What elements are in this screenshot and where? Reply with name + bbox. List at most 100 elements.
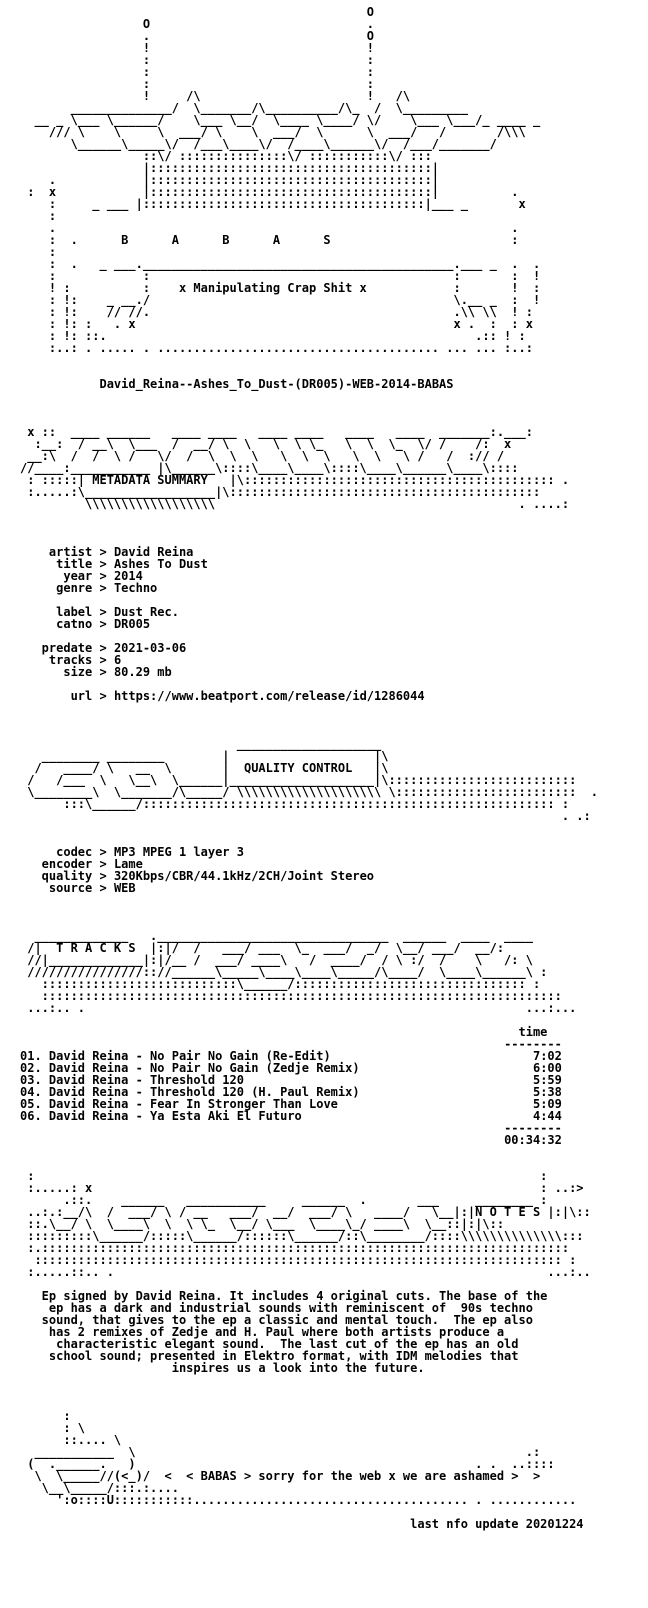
track-title: David Reina - No Pair No Gain (Re-Edit) (48, 1049, 331, 1063)
track-row: 02. David Reina - No Pair No Gain (Zedje… (20, 1062, 648, 1074)
metadata-row-key: label (20, 605, 93, 619)
notes-line: has 2 remixes of Zedje and H. Paul where… (20, 1325, 505, 1339)
notes-header-art-line: ::.\__/ \ \____\ \ \ \_ \__/ \___ \____\… (20, 1217, 505, 1231)
logo-art-line: ! /\ ! /\ (20, 89, 411, 103)
logo-art-line: : : (20, 77, 375, 91)
quality-row-key: codec (20, 845, 93, 859)
notes-line: sound, that gives to the ep a classic an… (20, 1313, 533, 1327)
metadata-row-value: Ashes To Dust (113, 557, 208, 571)
track-list: 01. David Reina - No Pair No Gain (Re-Ed… (20, 1050, 648, 1122)
notes-header-art-line: :.....: x : ..:> (20, 1181, 584, 1195)
track-row: 04. David Reina - Threshold 120 (H. Paul… (20, 1086, 648, 1098)
metadata-row-value: https://www.beatport.com/release/id/1286… (113, 689, 425, 703)
track-number: 05. (20, 1097, 49, 1111)
quality-row: codec > MP3 MPEG 1 layer 3 (20, 846, 648, 858)
notes-text: Ep signed by David Reina. It includes 4 … (20, 1290, 648, 1374)
tracks-header-art-line: _____________ ._________________________… (20, 929, 533, 943)
tracks-header: _____________ ._________________________… (20, 930, 648, 1014)
footer-art-line: ___________ \ .: (20, 1445, 541, 1459)
notes-line: inspires us a look into the future. (20, 1361, 425, 1375)
spacer (20, 1146, 648, 1158)
track-row: 03. David Reina - Threshold 120 5:59 (20, 1074, 648, 1086)
logo-art-line: : : : : ! (20, 269, 541, 283)
notes-line: school sound; presented in Elektro forma… (20, 1349, 519, 1363)
metadata-row: label > Dust Rec. (20, 606, 648, 618)
spacer (20, 390, 648, 402)
metadata-row: title > Ashes To Dust (20, 558, 648, 570)
separator: > (92, 689, 114, 703)
logo-art-line: : (20, 209, 57, 223)
metadata-row: predate > 2021-03-06 (20, 642, 648, 654)
metadata-row-key: tracks (20, 653, 93, 667)
time-rule: -------- (504, 1037, 562, 1051)
metadata-row-value: Dust Rec. (113, 605, 179, 619)
track-title: David Reina - Fear In Stronger Than Love (48, 1097, 338, 1111)
spacer (20, 354, 648, 366)
notes-header: : : :.....: x : ..:> .::. ______ _______… (20, 1170, 648, 1278)
quality-control-title: QUALITY CONTROL (243, 761, 353, 775)
spacer (20, 1374, 648, 1386)
metadata-row-value: DR005 (113, 617, 151, 631)
track-number: 01. (20, 1049, 49, 1063)
logo-art-line: : x |:::::::::::::::::::::::::::::::::::… (20, 185, 519, 199)
logo-art-line: : . _ ___.______________________________… (20, 257, 541, 271)
metadata-header-art-line: __:\ / / \ / \/ / \ \ \ \ \ \ \ \ \ / / … (20, 449, 505, 463)
track-number: 06. (20, 1109, 49, 1123)
tracks-header-art-line: //|_____________|:|/__ / ___/ ____\ / __… (20, 953, 533, 967)
total-time: 00:34:32 (504, 1133, 562, 1147)
metadata-header-art-line: \\\\\\\\\\\\\\\\\\ . ....: (20, 497, 570, 511)
logo-art-line: : (20, 245, 57, 259)
logo-art-line: . O (20, 29, 375, 43)
track-time: 5:09 (532, 1097, 562, 1111)
metadata-row: url > https://www.beatport.com/release/i… (20, 690, 648, 702)
time-header-label: time (518, 1025, 548, 1039)
metadata-row-key: year (20, 569, 93, 583)
footer-art-line: ( .______. ) . . ..:::: (20, 1457, 555, 1471)
tracks-header-art-line: ////////////////:://______\_____\____\__… (20, 965, 548, 979)
metadata-header-art-line: :__: / __\ \___ / __/ \ \ \ \ \_ \ \ \_ … (20, 437, 512, 451)
metadata-row: year > 2014 (20, 570, 648, 582)
metadata-row-key: title (20, 557, 93, 571)
metadata-row-key: artist (20, 545, 93, 559)
notes-header-art-line: : : (20, 1169, 548, 1183)
track-row: 01. David Reina - No Pair No Gain (Re-Ed… (20, 1050, 648, 1062)
quality-row-value: MP3 MPEG 1 layer 3 (113, 845, 244, 859)
metadata-row-value: 80.29 mb (113, 665, 172, 679)
track-title: David Reina - Ya Esta Aki El Futuro (48, 1109, 302, 1123)
metadata-header-art-line: x :: ____ ______ ____ ____ ____ ____ ___… (20, 425, 533, 439)
quality-header-art-line: ____________________ (20, 737, 382, 751)
footer-art-line: : \ (20, 1421, 86, 1435)
notes-header-art-line: .::. ______ ___________ ______ . ___ ___… (20, 1193, 548, 1207)
metadata-summary-title: METADATA SUMMARY (92, 473, 208, 487)
metadata-row-key: catno (20, 617, 93, 631)
total-rule: -------- (504, 1121, 562, 1135)
track-title: David Reina - Threshold 120 (48, 1073, 244, 1087)
logo-art-line: O (20, 5, 375, 19)
logo-art-line: ::\/ :::::::::::::::\/ :::::::::::\/ ::: (20, 149, 432, 163)
separator: > (92, 881, 114, 895)
footer-art: : : \ ::.... \ ___________ \ .: ( ._____… (20, 1410, 648, 1506)
tracks-header-art-line: ::::::::::::::::::::::::::::::::::::::::… (20, 989, 562, 1003)
logo-art-line: : !: ::. .:: ! : (20, 329, 526, 343)
babas-logo: O O . . O ! ! : : (20, 6, 648, 354)
release-name-text: David_Reina--Ashes_To_Dust-(DR005)-WEB-2… (99, 377, 454, 391)
metadata-row: artist > David Reina (20, 546, 648, 558)
metadata-list: artist > David Reina title > Ashes To Du… (20, 546, 648, 702)
metadata-row-value: David Reina (113, 545, 194, 559)
spacer (20, 822, 648, 834)
metadata-row: tracks > 6 (20, 654, 648, 666)
logo-art-line: O . (20, 17, 375, 31)
track-number: 04. (20, 1085, 49, 1099)
track-time: 5:38 (532, 1085, 562, 1099)
metadata-row: catno > DR005 (20, 618, 648, 630)
logo-art-line: : : (20, 53, 375, 67)
quality-header-art-line: \________\ \_______/\_____/ \\\\\\\\\\\\… (20, 785, 598, 799)
spacer (20, 894, 648, 906)
separator: > (92, 857, 114, 871)
spacer (20, 714, 648, 726)
notes-header-art-line: :.::::::::::::::::::::::::::::::::::::::… (20, 1241, 570, 1255)
quality-row-key: encoder (20, 857, 93, 871)
separator: > (92, 665, 114, 679)
separator: > (92, 845, 114, 859)
spacer (20, 402, 648, 414)
